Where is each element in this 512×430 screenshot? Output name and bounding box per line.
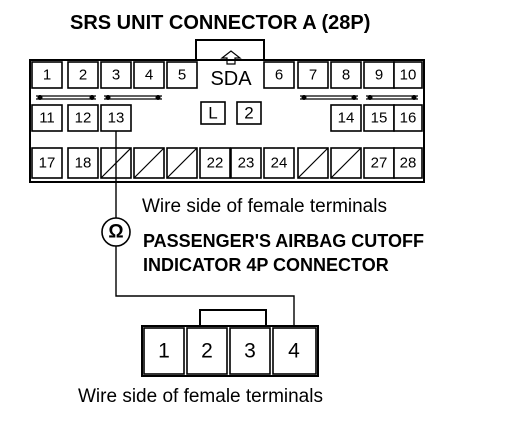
blank-slash — [166, 147, 198, 179]
terminal-23-label: 23 — [238, 155, 255, 172]
pin-3-label: 3 — [244, 340, 256, 363]
connector-a-latch — [195, 39, 265, 60]
sda-box-2-label: 2 — [244, 104, 253, 123]
diagram-title: SRS UNIT CONNECTOR A (28P) — [70, 12, 370, 34]
terminal-15-label: 15 — [371, 110, 388, 127]
terminal-24 — [263, 147, 295, 179]
shorting-bar-right-2 — [366, 95, 418, 100]
blank-slash — [297, 147, 329, 179]
sda-block: SDA L 2 — [200, 50, 262, 125]
terminal-8 — [330, 61, 362, 89]
terminal-12 — [67, 104, 99, 132]
terminal-11 — [31, 104, 63, 132]
sda-label: SDA — [210, 68, 252, 90]
terminal-23 — [230, 147, 262, 179]
wire-side-note-1: Wire side of female terminals — [142, 196, 387, 217]
pin-2 — [186, 327, 228, 375]
terminal-3 — [100, 61, 132, 89]
terminal-18-label: 18 — [75, 155, 92, 172]
pin-3 — [229, 327, 271, 375]
terminal-7-label: 7 — [309, 67, 317, 84]
pin-1-label: 1 — [158, 340, 170, 363]
connector-4p-label-line1: PASSENGER'S AIRBAG CUTOFF — [143, 231, 424, 251]
terminal-27-label: 27 — [371, 155, 388, 172]
terminal-5-label: 5 — [178, 67, 186, 84]
terminal-5 — [166, 61, 198, 89]
wire-side-note-2: Wire side of female terminals — [78, 386, 323, 407]
pin-1 — [143, 327, 185, 375]
connector-4p: 1 2 3 4 — [141, 309, 319, 377]
terminal-9 — [363, 61, 395, 89]
ohm-symbol: Ω — [108, 222, 123, 243]
terminal-10-label: 10 — [400, 67, 417, 84]
shorting-bar-left — [36, 95, 96, 100]
terminal-11-label: 11 — [39, 110, 55, 127]
terminal-8-label: 8 — [342, 67, 350, 84]
terminal-14-label: 14 — [338, 110, 355, 127]
terminal-24-label: 24 — [271, 155, 288, 172]
terminal-2 — [67, 61, 99, 89]
terminal-16 — [393, 104, 423, 132]
sda-box-2 — [236, 101, 262, 125]
terminal-6-label: 6 — [275, 67, 283, 84]
terminal-4 — [133, 61, 165, 89]
terminal-13-label: 13 — [108, 110, 125, 127]
connector-4p-label-line2: INDICATOR 4P CONNECTOR — [143, 255, 389, 275]
terminal-17 — [31, 147, 63, 179]
sda-box-l — [200, 101, 226, 125]
terminal-1-label: 1 — [43, 67, 51, 84]
pin-2-label: 2 — [201, 340, 213, 363]
shorting-bar-left-2 — [104, 95, 162, 100]
terminal-28-label: 28 — [400, 155, 417, 172]
terminal-22 — [199, 147, 231, 179]
terminal-13 — [100, 104, 132, 132]
terminal-14 — [330, 104, 362, 132]
blank-slash — [330, 147, 362, 179]
blank-slash — [133, 147, 165, 179]
terminal-17-label: 17 — [39, 155, 56, 172]
terminal-9-label: 9 — [375, 67, 383, 84]
terminal-15 — [363, 104, 395, 132]
ohmmeter-icon: Ω — [101, 217, 131, 247]
terminal-22-label: 22 — [207, 155, 224, 172]
terminal-28 — [393, 147, 423, 179]
terminal-1 — [31, 61, 63, 89]
pin-4-label: 4 — [288, 340, 300, 363]
terminal-10 — [393, 61, 423, 89]
test-lead-wire — [115, 131, 295, 326]
terminal-7 — [297, 61, 329, 89]
pin-4 — [272, 327, 317, 375]
connector-4p-latch — [199, 309, 267, 326]
sda-box-l-label: L — [208, 104, 217, 123]
shorting-bar-right — [300, 95, 358, 100]
terminal-2-label: 2 — [79, 67, 87, 84]
terminal-18 — [67, 147, 99, 179]
terminal-4-label: 4 — [145, 67, 153, 84]
up-arrow-icon — [220, 50, 242, 65]
terminal-3-label: 3 — [112, 67, 120, 84]
connector-4p-housing — [141, 325, 319, 377]
terminal-16-label: 16 — [400, 110, 417, 127]
terminal-12-label: 12 — [75, 110, 92, 127]
terminal-6 — [263, 61, 295, 89]
